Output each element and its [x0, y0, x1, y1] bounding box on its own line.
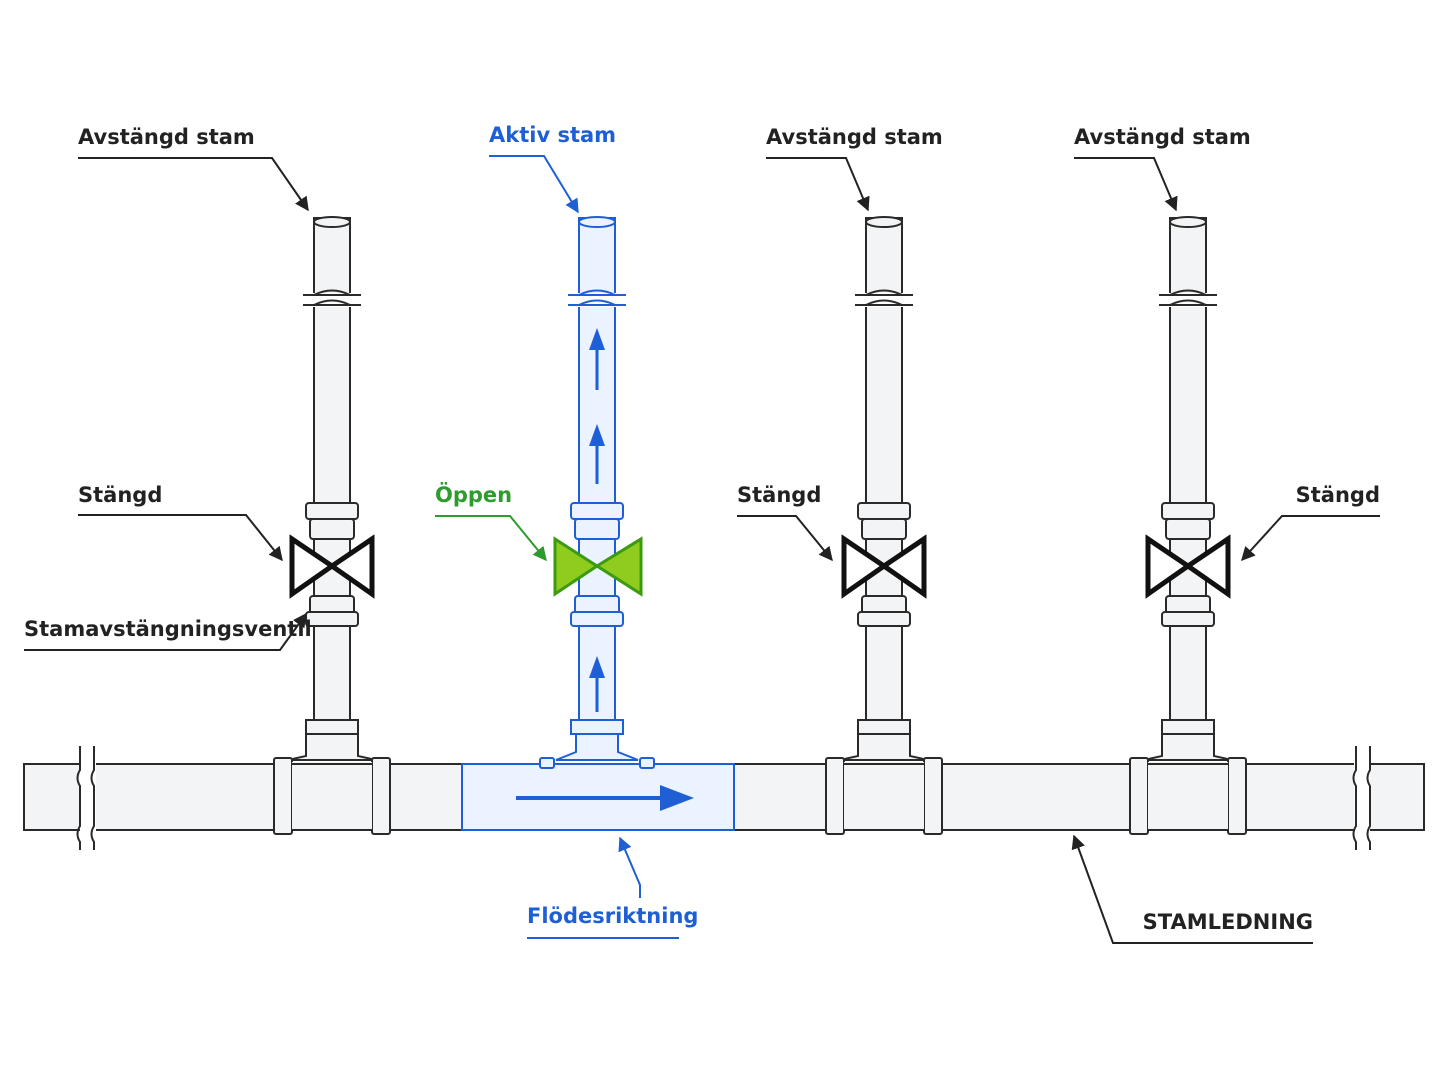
- label-stem-3: Avstängd stam: [766, 125, 943, 149]
- valve-1-collar-bottom: [305, 611, 359, 627]
- label-stem-1: Avstängd stam: [78, 125, 255, 149]
- leader-main-line: [1071, 834, 1313, 944]
- valve-4-symbol-right: [1183, 534, 1231, 599]
- leader-valve-3: [737, 515, 833, 562]
- stem-3-tee-collar: [857, 719, 911, 735]
- leader-lines: [24, 155, 1380, 944]
- stem-2-tee-collar: [570, 719, 624, 735]
- stem-4-coupling-right: [1227, 757, 1247, 835]
- valve-3-collar-top: [857, 502, 911, 520]
- right-arrow-icon: [660, 785, 694, 811]
- stem-1: [273, 216, 391, 835]
- leader-valve-4: [1241, 515, 1380, 562]
- leader-valve-1: [78, 514, 283, 562]
- leader-stem-3: [766, 157, 870, 212]
- leader-flow: [618, 836, 641, 898]
- valve-3-collar-bottom: [857, 611, 911, 627]
- valve-1-symbol-right: [327, 534, 375, 599]
- label-valve-3: Stängd: [737, 483, 821, 507]
- valve-3-symbol-right: [879, 534, 927, 599]
- stem-1-coupling-right: [371, 757, 391, 835]
- stem-3: [825, 216, 943, 835]
- label-valve-type: Stamavstängningsventil: [24, 617, 312, 641]
- valve-3-symbol-left: [841, 534, 889, 599]
- valve-4-symbol-left: [1145, 534, 1193, 599]
- label-stem-2: Aktiv stam: [489, 123, 616, 147]
- stem-3-coupling-left: [825, 757, 845, 835]
- label-main-line: STAMLEDNING: [1143, 910, 1313, 934]
- stem-4-top: [1169, 216, 1207, 228]
- valve-2-collar-bottom: [570, 611, 624, 627]
- label-valve-1: Stängd: [78, 483, 162, 507]
- main-break-left: [76, 746, 81, 850]
- leader-stem-4: [1074, 157, 1178, 212]
- valve-4-collar-bottom: [1161, 611, 1215, 627]
- leader-valve-type: [24, 612, 307, 651]
- valve-1-symbol-left: [289, 534, 337, 599]
- stem-1-tee-collar: [305, 719, 359, 735]
- stem-4-coupling-left: [1129, 757, 1149, 835]
- stem-1-top: [313, 216, 351, 228]
- valve-2-collar-top: [570, 502, 624, 520]
- stem-1-coupling-left: [273, 757, 293, 835]
- main-break-right: [1352, 746, 1357, 850]
- valve-4-collar-top: [1161, 502, 1215, 520]
- label-valve-4: Stängd: [1296, 483, 1380, 507]
- label-flow: Flödesriktning: [527, 904, 698, 928]
- leader-stem-1: [78, 157, 309, 212]
- valve-2-symbol-right: [594, 536, 643, 597]
- label-stem-4: Avstängd stam: [1074, 125, 1251, 149]
- valve-1-collar-top: [305, 502, 359, 520]
- stem-2-top: [578, 216, 616, 228]
- leader-valve-2: [435, 515, 547, 562]
- valve-2-symbol-left: [553, 536, 600, 597]
- stem-2: [461, 216, 735, 831]
- stem-4-tee-collar: [1161, 719, 1215, 735]
- stem-3-top: [865, 216, 903, 228]
- stem-4: [1129, 216, 1247, 835]
- stem-3-coupling-right: [923, 757, 943, 835]
- labels: Avstängd stam Aktiv stam Avstängd stam A…: [24, 123, 1380, 934]
- label-valve-2: Öppen: [435, 482, 512, 507]
- leader-stem-2: [489, 155, 579, 214]
